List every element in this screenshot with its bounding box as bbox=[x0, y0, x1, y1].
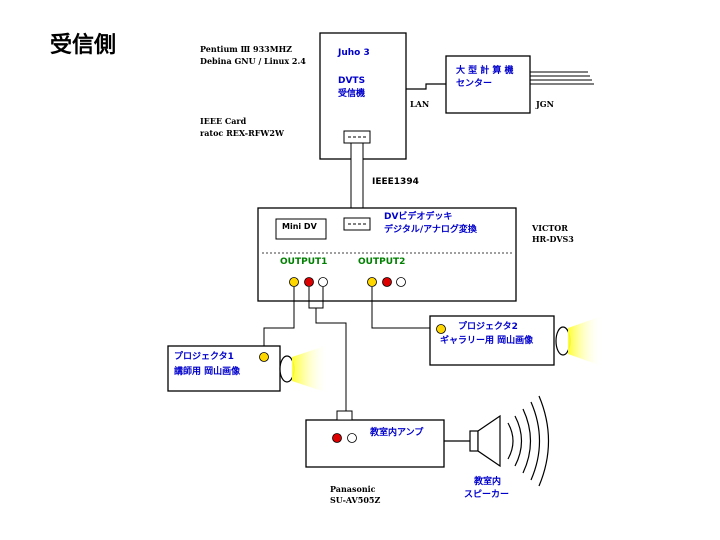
projector1-line2: 講師用 岡山画像 bbox=[174, 365, 241, 377]
ieee-port-pc bbox=[343, 130, 371, 144]
pc-spec-line3: IEEE Card bbox=[200, 116, 247, 126]
deck-title-line2: デジタル/アナログ変換 bbox=[384, 223, 478, 235]
pc-spec-line1: Pentium Ⅲ 933MHZ bbox=[200, 44, 292, 54]
output1-label: OUTPUT1 bbox=[280, 257, 327, 267]
speaker-line1: 教室内 bbox=[473, 475, 501, 487]
ieee-label: IEEE1394 bbox=[372, 177, 419, 187]
ieee-port-deck bbox=[343, 217, 371, 231]
amplifier: 教室内アンプ bbox=[305, 410, 445, 468]
amp-label: 教室内アンプ bbox=[369, 426, 424, 438]
jgn-label: JGN bbox=[535, 99, 554, 109]
output2-audio-l-jack bbox=[396, 277, 406, 287]
speaker-line2: スピーカー bbox=[464, 488, 509, 500]
receiver-pc: Juho 3 DVTS 受信機 bbox=[319, 32, 407, 160]
projector2-line1: プロジェクタ2 bbox=[458, 320, 518, 332]
ieee1394-cable bbox=[350, 142, 364, 219]
amp-audio-l-jack bbox=[347, 433, 357, 443]
projector2-lens bbox=[555, 326, 571, 356]
pc-spec-line2: Debina GNU / Linux 2.4 bbox=[200, 56, 306, 66]
pc-role-line1: DVTS bbox=[338, 76, 365, 86]
pc-name: Juho 3 bbox=[337, 48, 370, 58]
amp-maker-line1: Panasonic bbox=[330, 484, 376, 494]
amp-audio-r-jack bbox=[332, 433, 342, 443]
amp-input-connector bbox=[336, 410, 353, 421]
deck-maker-line2: HR-DVS3 bbox=[532, 234, 574, 244]
minidv-slot bbox=[275, 218, 327, 240]
lan-line bbox=[406, 83, 446, 90]
deck-maker-line1: VICTOR bbox=[531, 223, 568, 233]
output2-audio-r-jack bbox=[382, 277, 392, 287]
lan-label: LAN bbox=[410, 99, 429, 109]
output1-audio-r-jack bbox=[304, 277, 314, 287]
dv-deck: DVビデオデッキ デジタル/アナログ変換 Mini DV OUTPUT1 OUT… bbox=[257, 207, 517, 302]
output2-video-jack bbox=[367, 277, 377, 287]
projector1-input-jack bbox=[259, 352, 269, 362]
projector2: プロジェクタ2 ギャラリー用 岡山画像 bbox=[429, 315, 602, 366]
center-line1: 大 型 計 算 機 bbox=[456, 64, 514, 76]
projector2-line2: ギャラリー用 岡山画像 bbox=[440, 334, 534, 346]
output1-video-jack bbox=[289, 277, 299, 287]
pc-spec-line4: ratoc REX-RFW2W bbox=[200, 128, 285, 138]
projector1-beam bbox=[292, 345, 328, 393]
output2-label: OUTPUT2 bbox=[358, 257, 405, 267]
av-cables bbox=[263, 287, 441, 411]
projector2-beam bbox=[568, 316, 602, 366]
projector1: プロジェクタ1 講師用 岡山画像 bbox=[167, 345, 328, 393]
projector1-line1: プロジェクタ1 bbox=[174, 350, 234, 362]
center-line2: センター bbox=[456, 77, 492, 89]
amp-maker-line2: SU-AV505Z bbox=[330, 495, 380, 505]
jgn-lines bbox=[530, 71, 594, 85]
projector1-lens bbox=[279, 355, 295, 383]
computing-center: 大 型 計 算 機 センター bbox=[445, 55, 531, 114]
output1-audio-l-jack bbox=[318, 277, 328, 287]
projector2-input-jack bbox=[436, 324, 446, 334]
deck-title-line1: DVビデオデッキ bbox=[384, 210, 452, 222]
page-title: 受信側 bbox=[50, 32, 116, 58]
minidv-label: Mini DV bbox=[282, 222, 318, 231]
pc-role-line2: 受信機 bbox=[338, 87, 365, 99]
speaker-icon bbox=[469, 395, 550, 487]
